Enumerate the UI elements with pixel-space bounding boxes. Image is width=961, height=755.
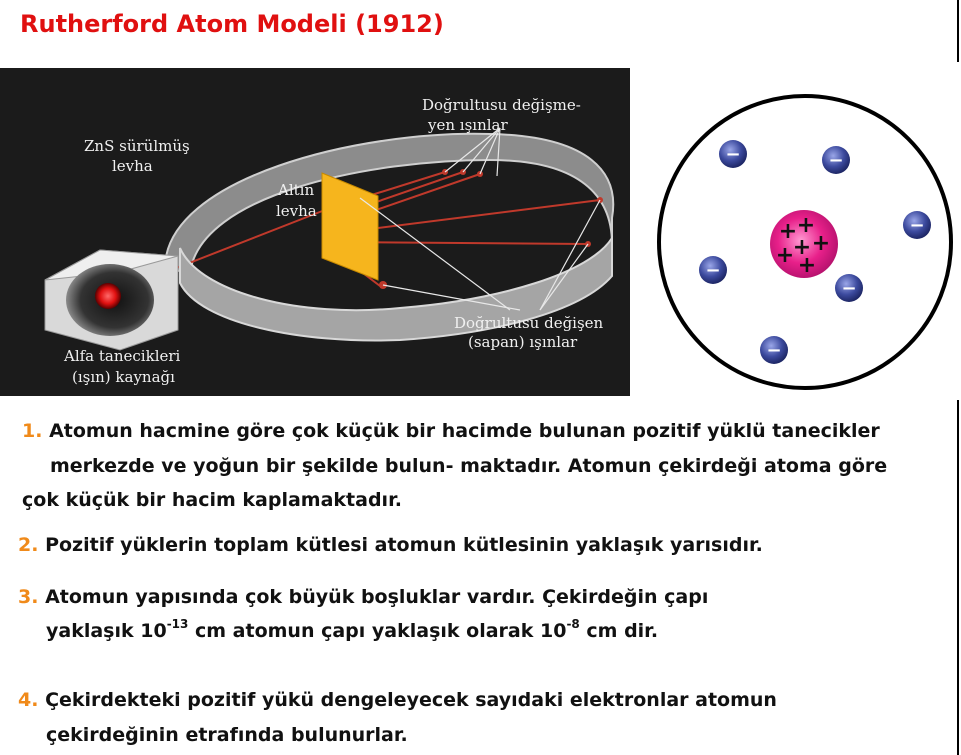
electron-sign: − (725, 144, 740, 165)
point-1-line-2: merkezde ve yoğun bir şekilde bulun- mak… (50, 455, 888, 477)
zns-screen-front (179, 234, 613, 342)
nucleus (770, 210, 838, 278)
point-3-number: 3. (18, 586, 39, 608)
label-zns-1: ZnS sürülmüş (84, 137, 190, 155)
electron-sign: − (841, 278, 856, 299)
electron (760, 336, 788, 364)
alpha-source-glow (95, 283, 121, 309)
electron (903, 211, 931, 239)
point-1-number: 1. (22, 420, 43, 442)
label-zns-2: levha (112, 157, 153, 175)
proton-sign: + (812, 231, 830, 256)
point-2-line-1: 2. Pozitif yüklerin toplam kütlesi atomu… (18, 534, 763, 556)
label-gold-2: levha (276, 202, 317, 220)
electron (699, 256, 727, 284)
experiment-illustration: ZnS sürülmüş levha Altın levha Doğrultus… (0, 68, 630, 396)
label-gold-1: Altın (277, 181, 314, 199)
exponent: -13 (166, 617, 189, 631)
point-4-line-1: 4. Çekirdekteki pozitif yükü dengeleyece… (18, 689, 777, 711)
proton-sign: + (779, 219, 797, 244)
point-3-line-1: 3. Atomun yapısında çok büyük boşluklar … (18, 586, 709, 608)
point-1-line-3: çok küçük bir hacim kaplamaktadır. (22, 489, 402, 511)
label-undeflected-2: yen ışınlar (427, 116, 508, 134)
gold-foil (321, 172, 379, 281)
right-border-line-lower (957, 400, 959, 755)
pointer-lines (359, 127, 601, 311)
electron (822, 146, 850, 174)
page-title: Rutherford Atom Modeli (1912) (20, 10, 444, 38)
point-2-number: 2. (18, 534, 39, 556)
atom-model-diagram: + + + + + + − − − − − − (655, 92, 955, 392)
label-undeflected-1: Doğrultusu değişme- (422, 96, 581, 114)
point-4-number: 4. (18, 689, 39, 711)
proton-sign: + (776, 243, 794, 268)
label-source-1: Alfa tanecikleri (63, 347, 181, 365)
point-1-line-1: 1. Atomun hacmine göre çok küçük bir hac… (22, 420, 880, 442)
electron-sign: − (828, 150, 843, 171)
point-3-line-2: yaklaşık 10-13 cm atomun çapı yaklaşık o… (46, 617, 659, 642)
electron-sign: − (909, 215, 924, 236)
right-border-line (957, 0, 959, 62)
label-source-2: (ışın) kaynağı (72, 368, 175, 386)
point-4-line-2: çekirdeğinin etrafında bulunurlar. (46, 724, 408, 746)
proton-sign: + (793, 235, 811, 260)
alpha-source-box (44, 249, 179, 351)
electron-sign: − (766, 340, 781, 361)
exponent: -8 (566, 617, 580, 631)
label-deflected-1: Doğrultusu değişen (454, 314, 604, 332)
electron (835, 274, 863, 302)
electron-sign: − (705, 260, 720, 281)
electron (719, 140, 747, 168)
electrons (699, 140, 931, 364)
proton-sign: + (797, 213, 815, 238)
label-deflected-2: (sapan) ışınlar (468, 333, 578, 351)
proton-sign: + (798, 253, 816, 278)
zns-screen-back (163, 132, 615, 275)
